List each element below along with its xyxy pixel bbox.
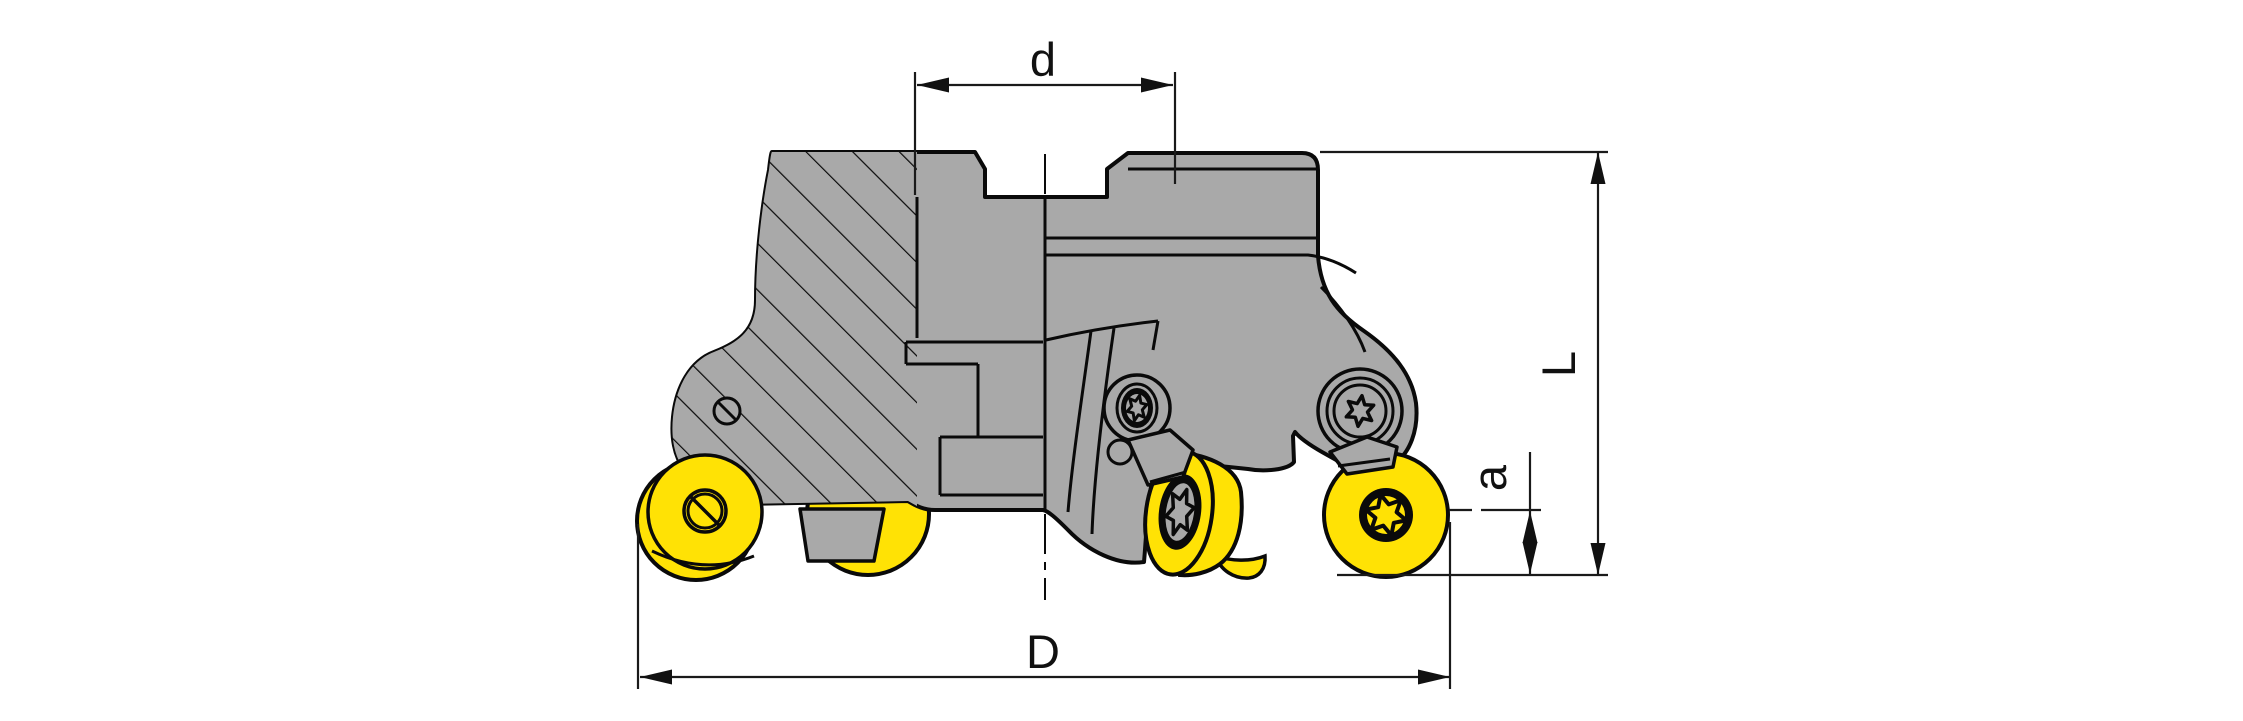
insert-pocket-block: [798, 507, 886, 563]
arrowhead-left: [917, 77, 949, 93]
round-insert-rear-right: [1213, 553, 1267, 580]
torx-star-icon: [1363, 492, 1409, 538]
dimension-d: [913, 72, 1177, 195]
dim-label-d: d: [1030, 33, 1056, 86]
body-internal-lines: [904, 167, 1367, 535]
torx-star-icon: [1344, 393, 1376, 429]
torx-stars: [1125, 393, 1409, 538]
hatching-section: [672, 152, 917, 506]
dim-label-a: a: [1463, 464, 1516, 491]
right-clamp-wedge: [1328, 435, 1399, 476]
torx-star-icon: [1125, 393, 1149, 423]
round-insert-front-left: [635, 453, 764, 582]
slotted-screw-icon: [682, 488, 728, 534]
dimension-D: [636, 522, 1452, 689]
arrowhead-top: [1590, 152, 1606, 184]
cutter-body: [670, 150, 1419, 565]
arrowhead-bottom: [1590, 543, 1606, 575]
slotted-screw-icon: [712, 396, 742, 426]
dimension-L: [1320, 150, 1608, 577]
arrowhead-right: [1141, 77, 1173, 93]
arrowhead-left: [640, 669, 672, 685]
arrowhead-up: [1522, 511, 1538, 543]
mid-clamp-wedge: [1126, 428, 1195, 487]
dim-label-L: L: [1532, 351, 1585, 377]
dimension-a: [1449, 452, 1541, 575]
dim-label-D: D: [1026, 625, 1060, 678]
arrowhead-right: [1418, 669, 1450, 685]
torx-star-icon: [1164, 487, 1196, 537]
arrowhead-down: [1522, 542, 1538, 574]
